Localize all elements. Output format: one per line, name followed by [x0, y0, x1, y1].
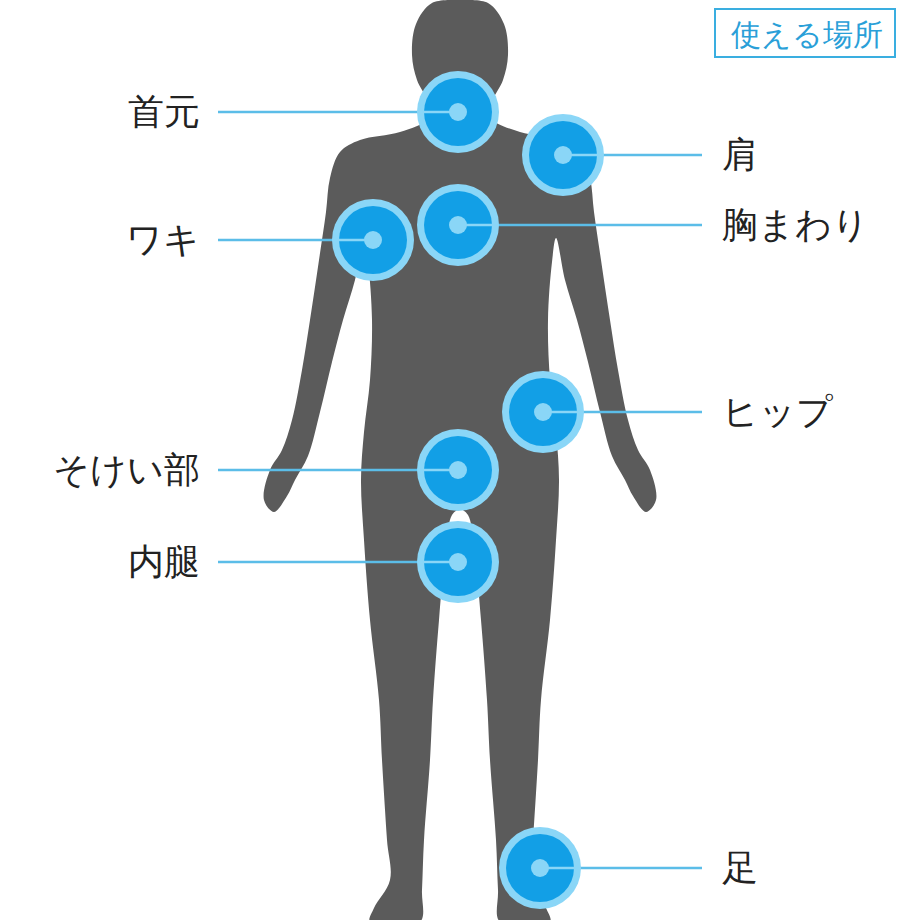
spot-marker	[417, 184, 499, 266]
marker-disc	[424, 528, 492, 596]
leader-line	[543, 411, 702, 414]
leader-line	[563, 154, 597, 157]
spot-marker	[499, 827, 581, 909]
marker-disc	[529, 121, 597, 189]
marker-disc	[339, 206, 407, 274]
marker-ring	[417, 184, 499, 266]
body-part-label: そけい部	[53, 452, 200, 488]
body-part-label: 内腿	[128, 544, 200, 580]
leader-line	[540, 867, 574, 870]
leader-line	[543, 411, 577, 414]
marker-disc	[506, 834, 574, 902]
marker-disc	[509, 378, 577, 446]
human-silhouette	[264, 0, 657, 920]
marker-ring	[332, 199, 414, 281]
leader-line	[218, 239, 373, 242]
leader-line	[563, 154, 702, 157]
spot-marker	[502, 371, 584, 453]
spot-marker	[417, 71, 499, 153]
leader-line	[424, 561, 458, 564]
marker-ring	[502, 371, 584, 453]
spot-marker	[417, 521, 499, 603]
body-part-label: 首元	[128, 94, 200, 130]
marker-ring	[417, 71, 499, 153]
marker-ring	[417, 521, 499, 603]
marker-ring	[499, 827, 581, 909]
leader-line	[339, 239, 373, 242]
body-part-label: 足	[722, 850, 758, 886]
body-part-label: 胸まわり	[722, 207, 869, 243]
body-part-label: 肩	[722, 137, 758, 173]
spot-marker	[332, 199, 414, 281]
leader-line	[458, 224, 492, 227]
marker-ring	[522, 114, 604, 196]
title-box: 使える場所	[714, 8, 896, 58]
leader-line	[424, 469, 458, 472]
leader-line	[424, 111, 458, 114]
marker-disc	[424, 191, 492, 259]
spot-marker	[522, 114, 604, 196]
title-text: 使える場所	[731, 20, 879, 50]
marker-disc	[424, 436, 492, 504]
spot-marker	[417, 429, 499, 511]
leader-line	[540, 867, 702, 870]
body-part-label: ワキ	[126, 222, 200, 258]
marker-disc	[424, 78, 492, 146]
marker-ring	[417, 429, 499, 511]
body-part-label: ヒップ	[722, 394, 833, 430]
